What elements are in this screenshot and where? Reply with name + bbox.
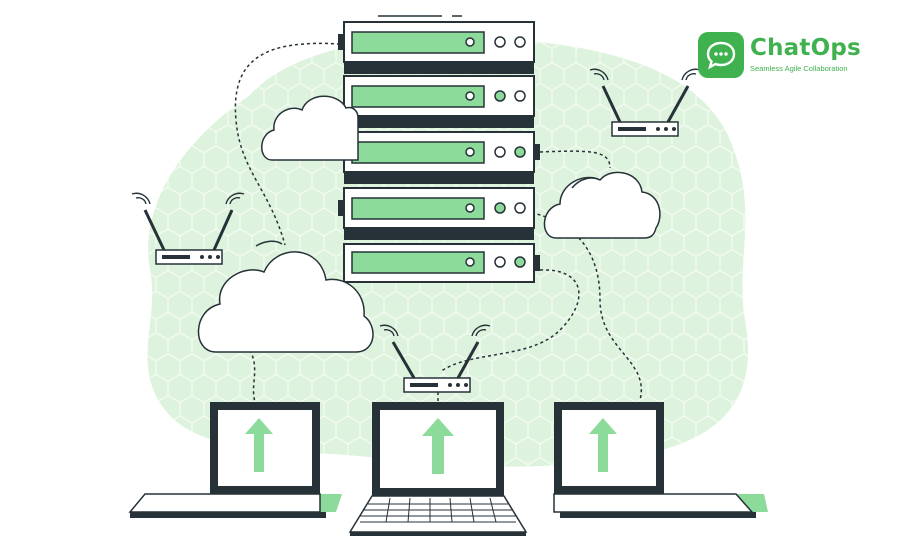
chat-bubble-icon [698,32,744,78]
server-unit-4 [338,187,535,240]
upload-arrow-icon [245,418,273,472]
server-unit-2 [343,75,535,128]
laptop-icon [553,402,768,518]
laptop-icon [128,402,342,518]
server-unit-5 [343,243,540,283]
brand-tagline: Seamless Agile Collaboration [750,64,848,73]
cloud-icon [197,240,374,353]
router-icon [589,68,701,137]
cloud-icon [261,95,359,161]
server-unit-3 [343,131,540,184]
router-icon [131,192,245,265]
brand-name: ChatOps [750,35,861,61]
server-rack-icon [338,15,540,283]
cloud-icon [543,171,661,239]
server-unit-1 [338,21,535,74]
router-icon [379,324,491,393]
brand-logo: ChatOps Seamless Agile Collaboration [698,32,861,78]
upload-arrow-icon [422,418,454,474]
laptop-icon [348,402,528,536]
upload-arrow-icon [589,418,617,472]
